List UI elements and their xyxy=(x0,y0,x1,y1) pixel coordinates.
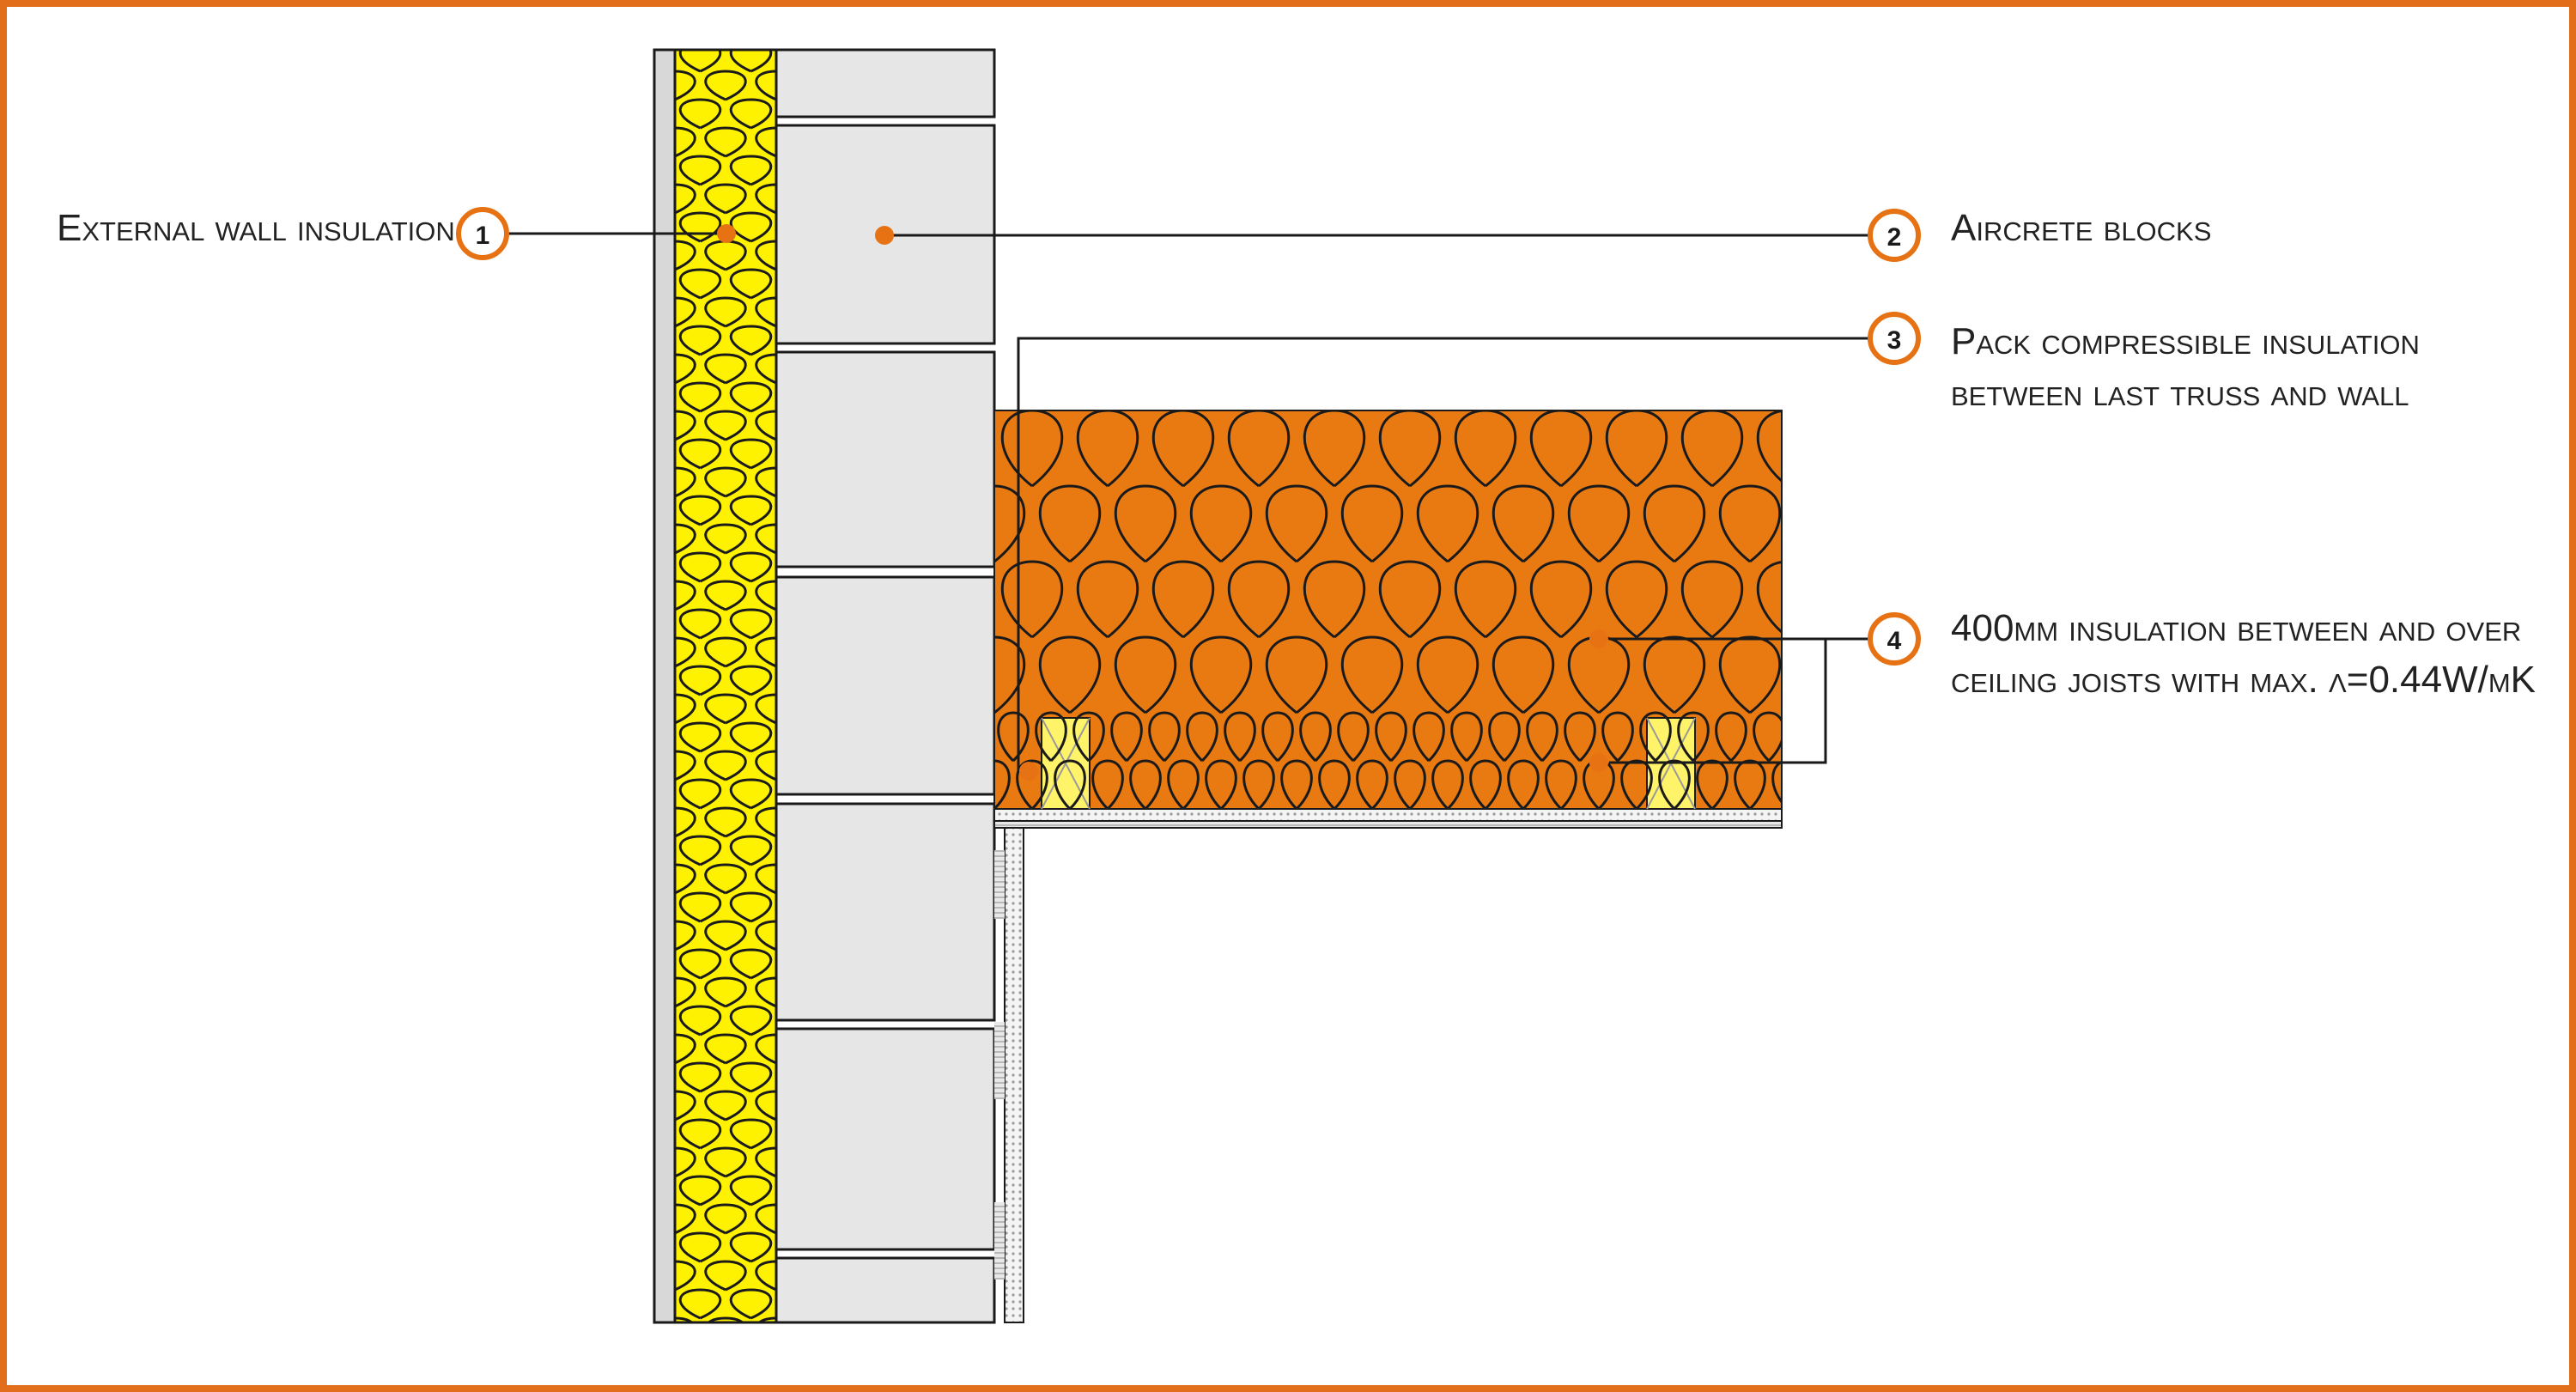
leader-dot-4b xyxy=(1589,753,1608,772)
aircrete-block xyxy=(775,1027,996,1251)
leader-dot-1 xyxy=(717,224,736,243)
leader-line-4 xyxy=(1609,637,1827,764)
plaster-bead xyxy=(994,1022,1005,1099)
aircrete-block xyxy=(775,48,996,119)
aircrete-block xyxy=(775,1256,996,1324)
loft-insulation-quilt xyxy=(994,410,1782,811)
ceiling-finish xyxy=(993,808,1783,822)
callout-number-3: 3 xyxy=(1887,326,1902,355)
aircrete-block xyxy=(775,575,996,796)
render-layer xyxy=(653,48,677,1324)
aircrete-block xyxy=(775,802,996,1022)
callout-number-2: 2 xyxy=(1887,223,1902,252)
internal-plaster xyxy=(1004,827,1024,1323)
callout-number-4: 4 xyxy=(1887,627,1902,655)
callout-bubble-2: 2 xyxy=(1868,209,1921,262)
leader-dots xyxy=(717,224,1608,781)
label-400mm-insulation: 400mm insulation between and over ceilin… xyxy=(1951,603,2536,706)
label-pack-compressible-insulation: Pack compressible insulation between las… xyxy=(1951,316,2420,419)
callout-number-1: 1 xyxy=(476,222,490,250)
leader-dot-3 xyxy=(1019,762,1038,781)
label-line: between last truss and wall xyxy=(1951,372,2409,414)
callout-bubble-4: 4 xyxy=(1868,612,1921,666)
leader-dot-2 xyxy=(875,226,894,245)
callout-bubble-3: 3 xyxy=(1868,312,1921,365)
callout-bubble-1: 1 xyxy=(456,207,509,260)
label-line: ceiling joists with max. λ=0.44W/mK xyxy=(1951,659,2537,701)
aircrete-block xyxy=(775,350,996,568)
label-aircrete-blocks: Aircrete blocks xyxy=(1951,203,2211,254)
plaster-bead xyxy=(994,850,1005,919)
label-line: 400mm insulation between and over xyxy=(1951,607,2522,649)
label-line: External wall insulation xyxy=(57,207,455,249)
label-external-wall-insulation: External wall insulation xyxy=(57,203,455,254)
leader-dot-4a xyxy=(1589,629,1608,648)
ceiling-plasterboard xyxy=(993,820,1783,829)
plaster-bead xyxy=(994,1202,1005,1280)
label-line: Aircrete blocks xyxy=(1951,207,2212,249)
wall-insulation-quilt xyxy=(675,50,776,1322)
label-line: Pack compressible insulation xyxy=(1951,320,2420,362)
